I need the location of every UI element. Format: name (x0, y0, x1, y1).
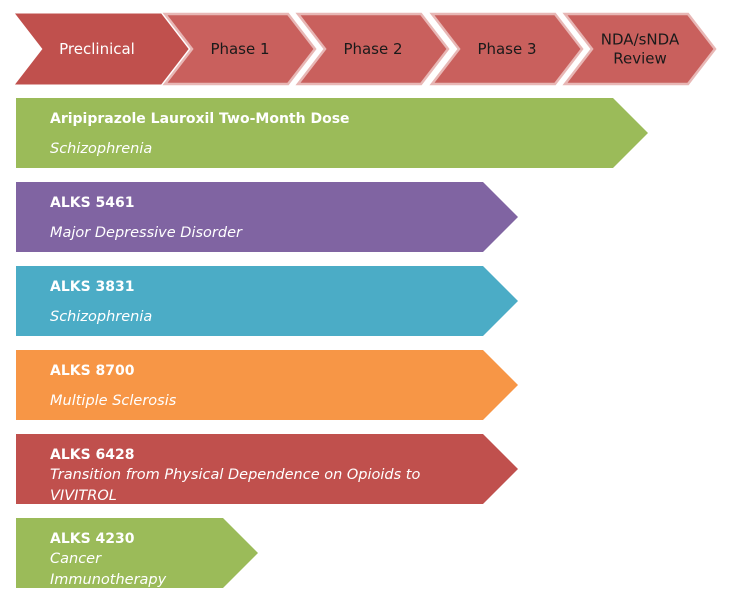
phase-chevron-shape (429, 12, 584, 86)
program-arrow-shape (16, 434, 518, 504)
phase-chevron-phase-1: Phase 1 (162, 12, 317, 86)
program-indication: Immunotherapy (50, 572, 167, 588)
program-arrow-aripiprazole-lauroxil-two-month-dose: Aripiprazole Lauroxil Two-Month DoseSchi… (16, 98, 648, 168)
program-arrow-shape (16, 350, 518, 420)
phase-label: Phase 2 (343, 40, 402, 58)
program-arrow-shape (16, 182, 518, 252)
program-indication: Transition from Physical Dependence on O… (50, 467, 420, 483)
phase-chevron-phase-2: Phase 2 (295, 12, 450, 86)
program-name: ALKS 8700 (50, 363, 135, 379)
phase-label: NDA/sNDA (601, 31, 680, 49)
program-indication: Schizophrenia (50, 309, 152, 325)
program-name: ALKS 4230 (50, 531, 135, 547)
phase-chevron-shape (295, 12, 450, 86)
program-arrow-shape (16, 98, 648, 168)
program-name: ALKS 5461 (50, 195, 135, 211)
program-indication: VIVITROL (50, 488, 117, 504)
program-indication: Multiple Sclerosis (50, 393, 177, 409)
program-indication: Major Depressive Disorder (50, 225, 243, 241)
program-indication: Cancer (50, 551, 102, 567)
phase-chevron-preclinical: Preclinical (14, 13, 189, 85)
program-name: ALKS 3831 (50, 279, 135, 295)
program-arrow-shape (16, 266, 518, 336)
phase-label: Phase 1 (210, 40, 269, 58)
program-arrow-shape (16, 518, 258, 588)
phase-chevron-shape (562, 12, 717, 86)
phase-label: Phase 3 (477, 40, 536, 58)
program-name: ALKS 6428 (50, 447, 135, 463)
phase-label: Preclinical (59, 40, 135, 58)
phase-chevron-shape (162, 12, 317, 86)
phase-chevron-shape (14, 13, 189, 85)
program-name: Aripiprazole Lauroxil Two-Month Dose (50, 111, 350, 127)
program-indication: Schizophrenia (50, 141, 152, 157)
phase-chevron-phase-3: Phase 3 (429, 12, 584, 86)
phase-label: Review (613, 50, 667, 68)
